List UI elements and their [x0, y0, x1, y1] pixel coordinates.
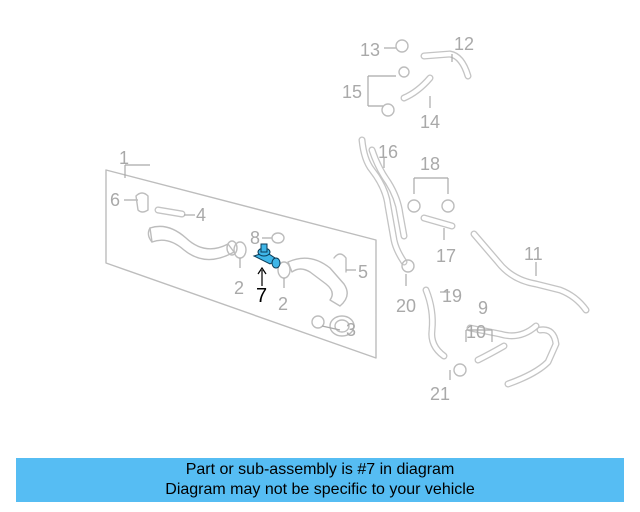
clamps-part-2 — [233, 241, 291, 288]
highlighted-part-7 — [252, 243, 281, 286]
hoses-upper-right — [367, 39, 472, 117]
banner-line-part: Part or sub-assembly is #7 in diagram — [185, 461, 455, 478]
callout-7: 7 — [256, 285, 267, 307]
assembly-panel — [105, 164, 377, 359]
parts-diagram-svg: 1 2 2 3 4 5 6 7 8 9 10 11 12 13 14 15 16… — [105, 34, 590, 404]
callout-10: 10 — [466, 322, 486, 342]
outlet-assembly — [287, 253, 356, 337]
parts-diagram: 1 2 2 3 4 5 6 7 8 9 10 11 12 13 14 15 16… — [105, 34, 590, 404]
radiator-hose-large — [147, 225, 238, 261]
callout-12: 12 — [454, 34, 474, 54]
clamp-part-8 — [262, 232, 285, 244]
callout-21: 21 — [430, 384, 450, 404]
pipe-part-11 — [470, 230, 590, 388]
callout-19: 19 — [442, 286, 462, 306]
callout-labels: 1 2 2 3 4 5 6 7 8 9 10 11 12 13 14 15 16… — [110, 34, 543, 404]
callout-1: 1 — [119, 148, 129, 168]
callout-3: 3 — [346, 320, 356, 340]
callout-9: 9 — [478, 298, 488, 318]
callout-20: 20 — [396, 296, 416, 316]
clip-part-6 — [124, 192, 149, 213]
callout-17: 17 — [436, 246, 456, 266]
callout-15: 15 — [342, 82, 362, 102]
hoses-mid-right — [358, 136, 456, 266]
info-banner: Part or sub-assembly is #7 in diagram Di… — [16, 458, 624, 502]
callout-8: 8 — [250, 228, 260, 248]
callout-4: 4 — [196, 205, 206, 225]
callout-11: 11 — [524, 244, 543, 264]
callout-2-left: 2 — [234, 278, 244, 298]
callout-16: 16 — [378, 142, 398, 162]
callout-5: 5 — [358, 262, 368, 282]
callout-14: 14 — [420, 112, 440, 132]
callout-6: 6 — [110, 190, 120, 210]
hose-part-4 — [154, 206, 195, 218]
callout-18: 18 — [420, 154, 440, 174]
callout-2-right: 2 — [278, 294, 288, 314]
callout-13: 13 — [360, 40, 380, 60]
banner-line-disclaimer: Diagram may not be specific to your vehi… — [165, 481, 475, 498]
hoses-lower-right — [401, 259, 540, 380]
